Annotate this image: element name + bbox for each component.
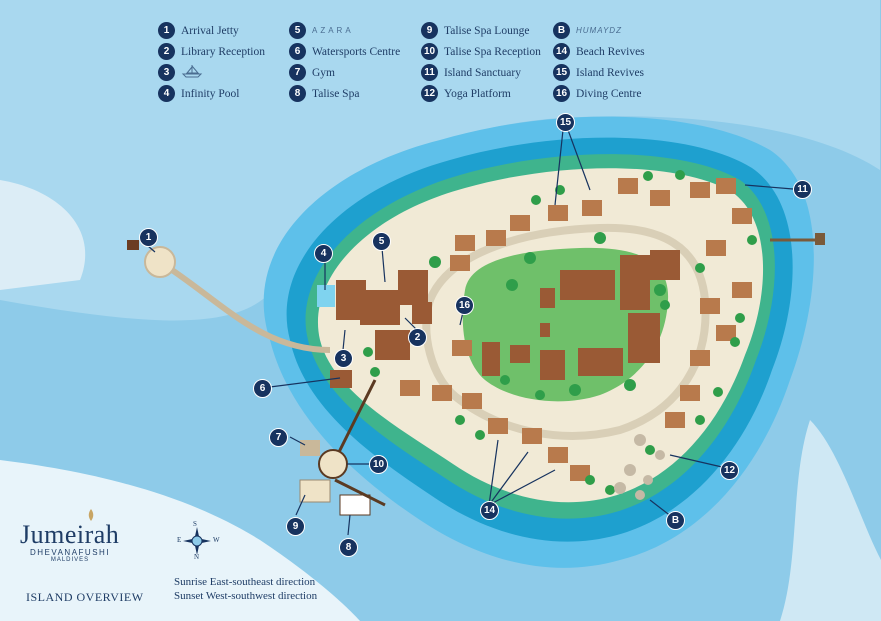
legend-label: Diving Centre [576,87,642,100]
brand-block: Jumeirah DHEVANAFUSHI MALDIVES [20,509,120,563]
legend-label: Gym [312,66,335,79]
legend-item: 8 Talise Spa [289,83,400,104]
brand-location: DHEVANAFUSHI [29,548,111,557]
directions-note: Sunrise East-southeast direction Sunset … [174,575,317,603]
map-marker-9[interactable]: 9 [286,517,305,536]
legend-item: 1 Arrival Jetty [158,20,265,41]
legend-item: B HUMAYDZ [553,20,645,41]
legend-column-2: 5 AZARA 6 Watersports Centre 7 Gym 8 Talise … [289,20,400,104]
sunset-text: Sunset West-southwest direction [174,590,318,602]
brand-name: Jumeirah [20,520,120,549]
map-marker-4[interactable]: 4 [314,244,333,263]
legend-number: 8 [289,85,306,102]
legend-item: 15 Island Revives [553,62,645,83]
legend-number: 1 [158,22,175,39]
legend-number: 3 [158,64,175,81]
legend-label: Talise Spa Lounge [444,24,530,37]
brand-country: MALDIVES [50,557,90,563]
map-marker-11[interactable]: 11 [793,180,812,199]
legend-number: 10 [421,43,438,60]
map-marker-14[interactable]: 14 [480,501,499,520]
legend-number: 5 [289,22,306,39]
legend-item: 11 Island Sanctuary [421,62,541,83]
legend-label: Watersports Centre [312,45,401,58]
legend-label: Arrival Jetty [181,24,239,37]
map-marker-7[interactable]: 7 [269,428,288,447]
legend-column-4: B HUMAYDZ 14 Beach Revives 15 Island Revive… [553,20,645,104]
ship-logo-icon [181,64,203,81]
legend-label: Yoga Platform [444,87,511,100]
humaydz-logo: HUMAYDZ [576,26,622,35]
legend-item: 3 [158,62,265,83]
legend-label: Talise Spa [312,87,360,100]
legend-item: 9 Talise Spa Lounge [421,20,541,41]
legend-label: Island Revives [576,66,645,79]
legend-number: 6 [289,43,306,60]
legend-item: 6 Watersports Centre [289,41,400,62]
legend-number: 12 [421,85,438,102]
map-marker-12[interactable]: 12 [720,461,739,480]
legend-column-1: 1 Arrival Jetty 2 Library Reception 3 4 Inf… [158,20,265,104]
brand-mark-icon [86,508,96,526]
map-marker-3[interactable]: 3 [334,349,353,368]
legend-item: 7 Gym [289,62,400,83]
legend-number: 11 [421,64,438,81]
compass-e: W [213,536,220,544]
compass-s: N [194,553,200,561]
legend-label: Talise Spa Reception [444,45,541,58]
map-marker-1[interactable]: 1 [139,228,158,247]
legend-item: 12 Yoga Platform [421,83,541,104]
map-marker-5[interactable]: 5 [372,232,391,251]
map-marker-2[interactable]: 2 [408,328,427,347]
legend-number: 2 [158,43,175,60]
compass-icon [183,527,211,555]
legend-item: 10 Talise Spa Reception [421,41,541,62]
map-marker-10[interactable]: 10 [369,455,388,474]
legend-item: 14 Beach Revives [553,41,645,62]
legend-label: Library Reception [181,45,265,58]
legend-number: 16 [553,85,570,102]
legend-column-3: 9 Talise Spa Lounge 10 Talise Spa Receptio… [421,20,541,104]
legend-number: 7 [289,64,306,81]
legend-label: Island Sanctuary [444,66,521,79]
compass-n: S [193,520,197,528]
legend-number: 4 [158,85,175,102]
map-marker-8[interactable]: 8 [339,538,358,557]
azara-logo: AZARA [312,26,354,35]
map-marker-16[interactable]: 16 [455,296,474,315]
legend-item: 5 AZARA [289,20,400,41]
map-marker-b[interactable]: B [666,511,685,530]
sunrise-text: Sunrise East-southeast direction [174,576,316,588]
legend-label: Beach Revives [576,45,645,58]
island-overview-title: ISLAND OVERVIEW [26,590,144,604]
legend-number: B [553,22,570,39]
legend-number: 15 [553,64,570,81]
compass-w: E [177,536,182,544]
legend-item: 16 Diving Centre [553,83,645,104]
map-marker-15[interactable]: 15 [556,113,575,132]
legend-number: 14 [553,43,570,60]
map-marker-6[interactable]: 6 [253,379,272,398]
legend-item: 2 Library Reception [158,41,265,62]
legend-item: 4 Infinity Pool [158,83,265,104]
legend-number: 9 [421,22,438,39]
legend-label: Infinity Pool [181,87,240,100]
